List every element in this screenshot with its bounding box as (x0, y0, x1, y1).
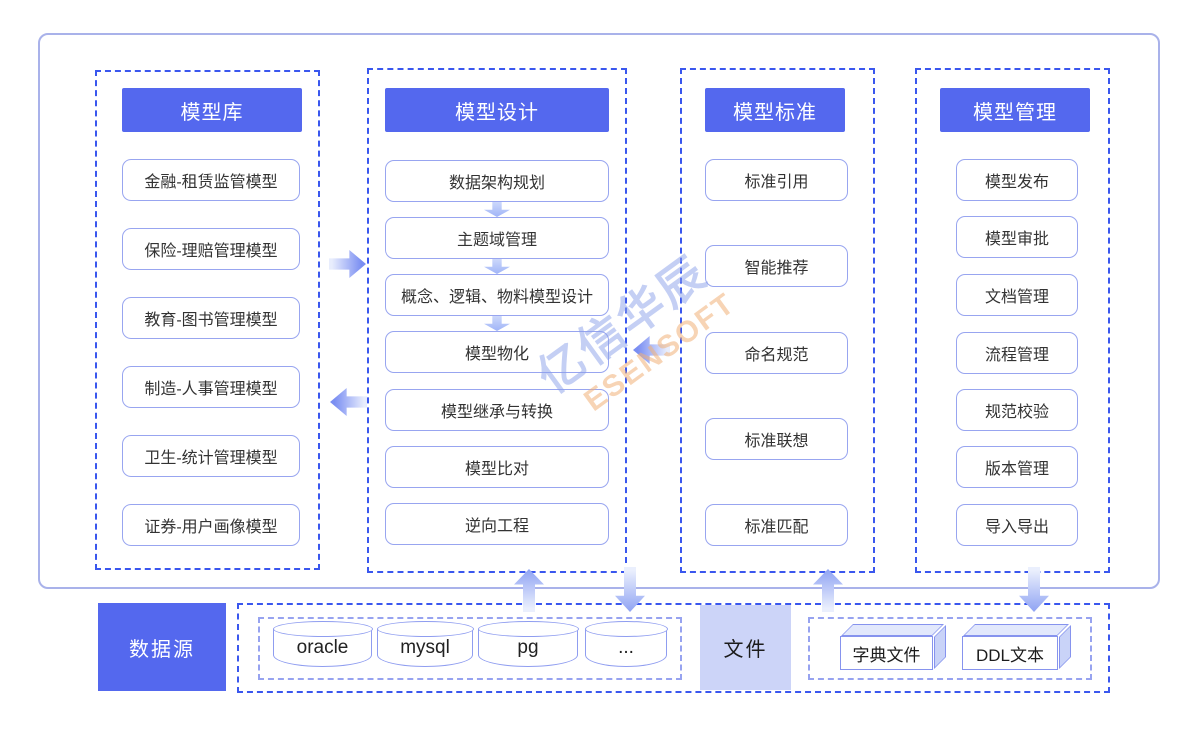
files-group (808, 617, 1092, 680)
database-label: pg (517, 637, 539, 658)
database-cylinder-oracle: oracle (272, 621, 373, 667)
diagram-item: 概念、逻辑、物料模型设计 (385, 274, 609, 316)
diagram-item: 模型继承与转换 (385, 389, 609, 431)
header-model-design: 模型设计 (385, 88, 609, 132)
diagram-item: 模型比对 (385, 446, 609, 488)
header-model-standard: 模型标准 (705, 88, 845, 132)
panel-model-library (95, 70, 320, 570)
diagram-item: 智能推荐 (705, 245, 848, 287)
database-label: ... (618, 637, 634, 658)
diagram-item: 标准引用 (705, 159, 848, 201)
header-model-management: 模型管理 (940, 88, 1090, 132)
databases-group (258, 617, 682, 680)
diagram-item: 卫生-统计管理模型 (122, 435, 300, 477)
datasource-box: 数据源 (98, 603, 226, 691)
diagram-item: 命名规范 (705, 332, 848, 374)
panel-model-design (367, 68, 627, 573)
diagram-item: 标准匹配 (705, 504, 848, 546)
diagram-item: 规范校验 (956, 389, 1078, 431)
diagram-item: 模型审批 (956, 216, 1078, 258)
diagram-item: 主题域管理 (385, 217, 609, 259)
diagram-item: 模型物化 (385, 331, 609, 373)
file-box: 文件 (700, 605, 791, 690)
diagram-item: 导入导出 (956, 504, 1078, 546)
diagram-item: 模型发布 (956, 159, 1078, 201)
diagram-item: 证券-用户画像模型 (122, 504, 300, 546)
diagram-item: 流程管理 (956, 332, 1078, 374)
sources-container (237, 603, 1110, 693)
ddl-text-box: DDL文本 (962, 636, 1058, 670)
diagram-item: 教育-图书管理模型 (122, 297, 300, 339)
database-cylinder-mysql: mysql (376, 621, 474, 667)
database-cylinder-pg: pg (477, 621, 579, 667)
diagram-item: 逆向工程 (385, 503, 609, 545)
database-label: mysql (400, 637, 450, 658)
diagram-item: 制造-人事管理模型 (122, 366, 300, 408)
diagram-item: 金融-租赁监管模型 (122, 159, 300, 201)
diagram-item: 版本管理 (956, 446, 1078, 488)
diagram-item: 保险-理赔管理模型 (122, 228, 300, 270)
diagram-item: 数据架构规划 (385, 160, 609, 202)
diagram-item: 文档管理 (956, 274, 1078, 316)
header-model-library: 模型库 (122, 88, 302, 132)
database-cylinder-more: ... (584, 621, 668, 667)
diagram-item: 标准联想 (705, 418, 848, 460)
database-label: oracle (296, 637, 349, 658)
dict-file-box: 字典文件 (840, 636, 933, 670)
panel-model-management (915, 68, 1110, 573)
panel-model-standard (680, 68, 875, 573)
